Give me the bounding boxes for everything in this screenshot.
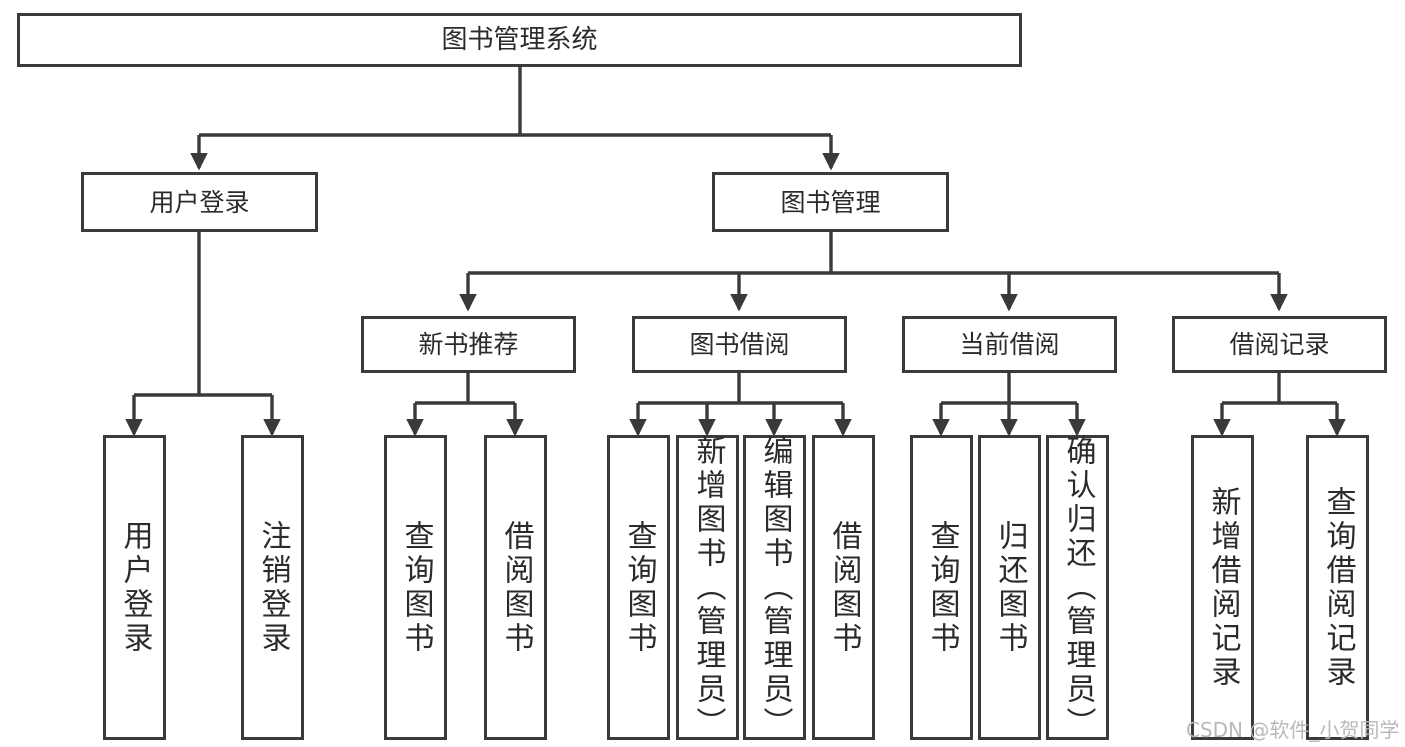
node-label: 查询图书 bbox=[398, 519, 434, 656]
leaf-logout-login[interactable]: 注销登录 bbox=[241, 435, 304, 740]
node-label: 归还图书 bbox=[992, 519, 1028, 656]
node-label: 借阅记录 bbox=[1229, 330, 1330, 359]
leaf-return-book[interactable]: 归还图书 bbox=[978, 435, 1041, 740]
leaf-query-book-recommend[interactable]: 查询图书 bbox=[384, 435, 447, 740]
node-label: 当前借阅 bbox=[959, 330, 1060, 359]
leaf-query-book-borrow[interactable]: 查询图书 bbox=[607, 435, 670, 740]
node-label: 图书借阅 bbox=[689, 330, 790, 359]
node-label: 查询图书 bbox=[621, 519, 657, 656]
leaf-add-book[interactable]: 新增图书（管理员） bbox=[676, 434, 739, 741]
node-label: 图书管理 bbox=[780, 187, 881, 217]
node-label: 查询借阅记录 bbox=[1320, 485, 1356, 690]
csdn-watermark: CSDN @软件_小贺同学 bbox=[1186, 718, 1400, 742]
leaf-add-borrow-record[interactable]: 新增借阅记录 bbox=[1191, 435, 1254, 740]
node-label: 用户登录 bbox=[149, 187, 250, 217]
leaf-confirm-return[interactable]: 确认归还（管理员） bbox=[1046, 434, 1109, 741]
leaf-borrow-book[interactable]: 借阅图书 bbox=[812, 435, 875, 740]
node-label: 注销登录 bbox=[255, 519, 291, 656]
leaf-user-login[interactable]: 用户登录 bbox=[103, 435, 166, 740]
leaf-borrow-book-recommend[interactable]: 借阅图书 bbox=[484, 435, 547, 740]
node-label: 借阅图书 bbox=[498, 519, 534, 656]
node-label: 确认归还（管理员） bbox=[1060, 434, 1096, 741]
node-label: 查询图书 bbox=[924, 519, 960, 656]
node-book-borrow[interactable]: 图书借阅 bbox=[632, 316, 847, 373]
leaf-query-borrow-record[interactable]: 查询借阅记录 bbox=[1306, 435, 1369, 740]
node-new-book-recommend[interactable]: 新书推荐 bbox=[361, 316, 576, 373]
node-current-borrow[interactable]: 当前借阅 bbox=[902, 316, 1117, 373]
leaf-query-book-current[interactable]: 查询图书 bbox=[910, 435, 973, 740]
node-label: 新增借阅记录 bbox=[1205, 485, 1241, 690]
node-book-management[interactable]: 图书管理 bbox=[712, 172, 949, 232]
node-user-login[interactable]: 用户登录 bbox=[81, 172, 318, 232]
leaf-edit-book[interactable]: 编辑图书（管理员） bbox=[743, 434, 806, 741]
node-borrow-record[interactable]: 借阅记录 bbox=[1172, 316, 1387, 373]
node-label: 编辑图书（管理员） bbox=[757, 434, 793, 741]
node-root-book-management-system[interactable]: 图书管理系统 bbox=[17, 13, 1022, 67]
node-label: 用户登录 bbox=[117, 519, 153, 656]
node-label: 新增图书（管理员） bbox=[690, 434, 726, 741]
node-label: 借阅图书 bbox=[826, 519, 862, 656]
node-label: 图书管理系统 bbox=[441, 25, 598, 55]
node-label: 新书推荐 bbox=[418, 330, 519, 359]
